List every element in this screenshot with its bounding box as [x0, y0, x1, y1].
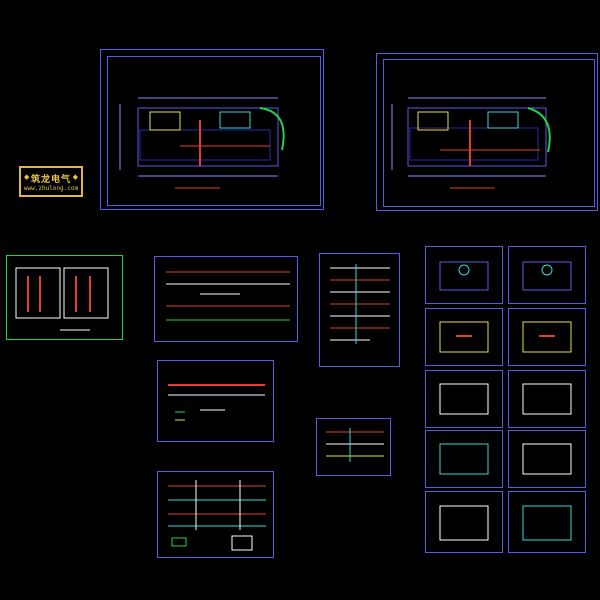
schematic-lines [168, 384, 265, 421]
floor-plan-1 [119, 97, 285, 189]
sheet-plan-r4c2 [508, 430, 586, 488]
logo-url: www.zhulong.com [23, 185, 79, 192]
sheet-plan-r3c2 [508, 370, 586, 428]
sheet-upper-floor-plan [376, 53, 598, 211]
sheet-plan-r2c1 [425, 308, 503, 366]
riser-lines [166, 271, 290, 321]
sheet-wiring-table [157, 471, 274, 558]
zhulong-logo: ◆ 筑龙电气 ◆ www.zhulong.com [19, 166, 83, 197]
distribution-panels [15, 267, 109, 331]
sheet-small-schematic [316, 418, 391, 476]
sheet-cable-schedule [319, 253, 400, 367]
floor-plan-2 [391, 97, 551, 189]
plan-thumbnails [439, 261, 572, 541]
sheet-plan-r5c2 [508, 491, 586, 553]
sheet-plan-r4c1 [425, 430, 503, 488]
sheet-riser-diagram [154, 256, 298, 342]
sheet-system-schematic [157, 360, 274, 442]
sheet-plan-r1c2 [508, 246, 586, 304]
sheet-ground-floor-plan [100, 49, 324, 210]
small-schematic-lines [326, 428, 384, 462]
sheet-plan-r3c1 [425, 370, 503, 428]
sheet-plan-r5c1 [425, 491, 503, 553]
cable-schedule-lines [330, 264, 390, 344]
arrow-right-icon: ◆ [72, 173, 78, 181]
logo-title: 筑龙电气 [30, 175, 71, 185]
sheet-plan-r2c2 [508, 308, 586, 366]
wiring-table-lines [168, 480, 266, 551]
sheet-plan-r1c1 [425, 246, 503, 304]
sheet-distribution-panels [6, 255, 123, 340]
arrow-left-icon: ◆ [24, 173, 30, 181]
